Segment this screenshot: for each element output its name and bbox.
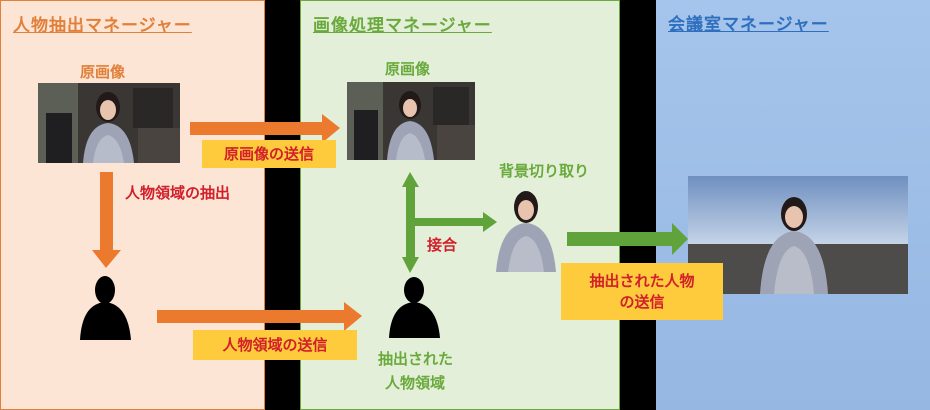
person-region-silhouette-left [78, 274, 133, 340]
send-original-label: 原画像の送信 [202, 140, 336, 168]
extracted-region-caption-1: 抽出された [378, 350, 454, 368]
arrow-send-region [157, 302, 362, 331]
meeting-room-title: 会議室マネージャー [668, 15, 829, 35]
extracted-region-caption-2: 人物領域 [385, 374, 446, 392]
image-processing-title: 画像処理マネージャー [313, 16, 492, 36]
person-region-silhouette-mid [387, 275, 442, 338]
extract-region-label: 人物領域の抽出 [125, 184, 231, 202]
person-extraction-title: 人物抽出マネージャー [13, 16, 192, 36]
background-cut-image [492, 187, 560, 272]
person-extraction-panel: 人物抽出マネージャー [0, 0, 265, 410]
join-label: 接合 [427, 236, 458, 254]
arrow-send-person [567, 223, 688, 255]
background-cut-caption: 背景切り取り [499, 162, 590, 180]
meeting-room-image [688, 176, 908, 294]
original-image-caption-left: 原画像 [80, 63, 126, 81]
arrow-extract-region [92, 172, 121, 268]
original-image-mid [347, 82, 475, 160]
arrow-send-original [190, 114, 340, 143]
original-image-caption-mid: 原画像 [385, 60, 431, 78]
send-person-label: 抽出された人物 の送信 [561, 263, 723, 320]
arrow-join [402, 172, 497, 273]
send-region-label: 人物領域の送信 [193, 330, 357, 360]
original-image-left [38, 83, 180, 163]
